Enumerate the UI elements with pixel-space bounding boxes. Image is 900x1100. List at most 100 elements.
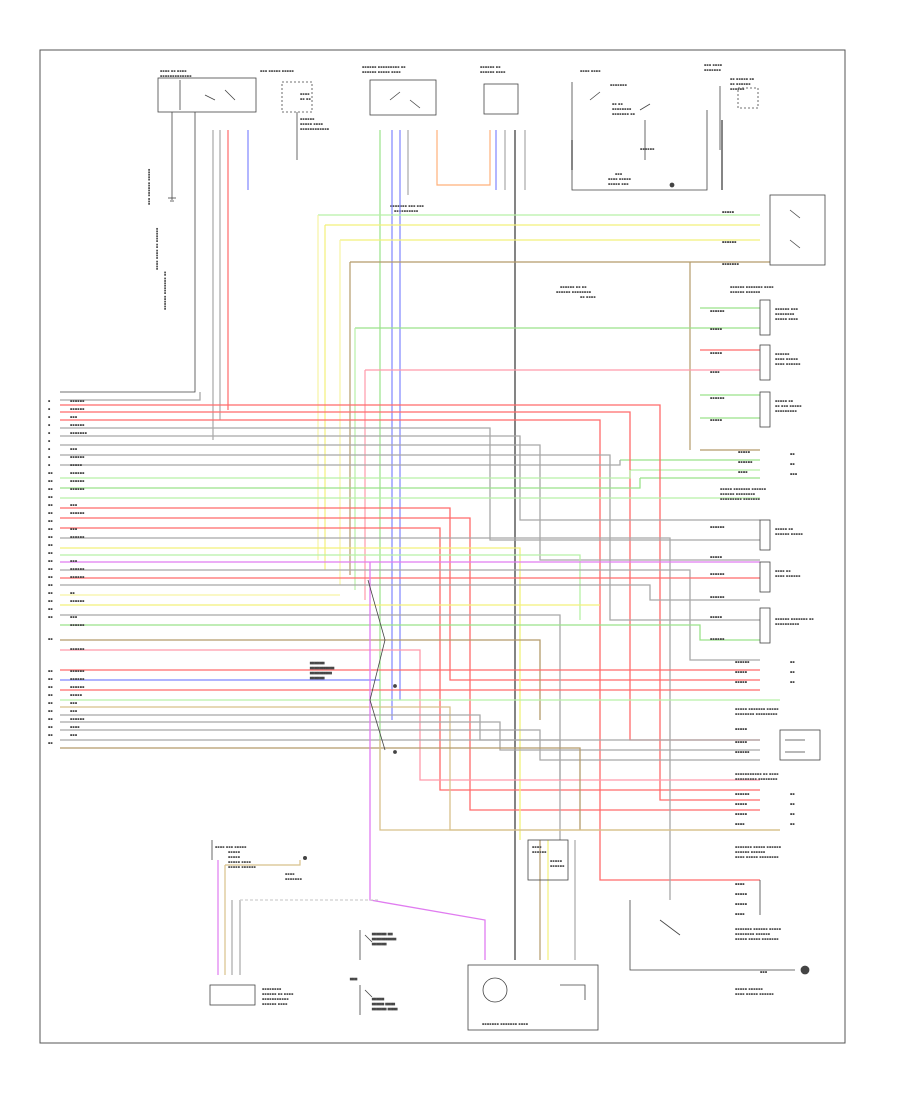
right-sensor-5 bbox=[759, 519, 771, 551]
svg-text:▪▪▪▪: ▪▪▪▪ bbox=[300, 92, 310, 96]
svg-text:▪▪▪▪▪: ▪▪▪▪▪ bbox=[735, 680, 748, 684]
svg-text:▪▪▪ ▪▪▪▪▪▪ ▪▪▪▪▪: ▪▪▪ ▪▪▪▪▪▪ ▪▪▪▪▪ bbox=[147, 168, 151, 205]
svg-text:▪▪▪▪▪▪: ▪▪▪▪▪▪ bbox=[70, 717, 85, 721]
svg-text:▪▪▪▪▪▪ ▪▪▪▪▪▪: ▪▪▪▪▪▪ ▪▪▪▪▪▪ bbox=[735, 850, 766, 854]
svg-text:▪▪▪▪▪▪: ▪▪▪▪▪▪ bbox=[372, 942, 387, 946]
svg-text:▪▪▪▪▪: ▪▪▪▪▪ bbox=[735, 740, 748, 744]
svg-text:▪▪▪▪▪ ▪▪▪▪: ▪▪▪▪▪ ▪▪▪▪ bbox=[300, 122, 324, 126]
svg-text:▪▪▪▪▪▪: ▪▪▪▪▪▪ bbox=[70, 535, 85, 539]
svg-text:▪▪▪▪▪: ▪▪▪▪▪ bbox=[735, 802, 748, 806]
svg-text:▪▪▪▪▪▪▪▪: ▪▪▪▪▪▪▪▪ bbox=[612, 107, 632, 111]
svg-text:▪▪: ▪▪ bbox=[48, 519, 53, 523]
svg-text:▪▪▪▪▪▪: ▪▪▪▪▪▪ bbox=[710, 637, 725, 641]
svg-text:▪▪▪▪▪▪: ▪▪▪▪▪▪ bbox=[70, 471, 85, 475]
svg-text:▪▪▪▪▪▪▪ ▪▪▪▪▪▪▪ ▪▪▪▪: ▪▪▪▪▪▪▪ ▪▪▪▪▪▪▪ ▪▪▪▪ bbox=[482, 1022, 529, 1026]
svg-text:▪▪▪▪▪: ▪▪▪▪▪ bbox=[550, 859, 563, 863]
svg-text:▪▪ ▪▪▪▪▪ ▪▪: ▪▪ ▪▪▪▪▪ ▪▪ bbox=[730, 77, 755, 81]
right-sensor-4 bbox=[759, 391, 771, 428]
svg-text:▪▪: ▪▪ bbox=[48, 503, 53, 507]
svg-text:▪▪▪▪▪: ▪▪▪▪▪ bbox=[735, 727, 748, 731]
svg-text:▪▪▪▪▪▪ ▪▪▪▪▪▪▪▪: ▪▪▪▪▪▪ ▪▪▪▪▪▪▪▪ bbox=[556, 290, 592, 294]
svg-text:▪▪: ▪▪ bbox=[48, 717, 53, 721]
svg-text:▪▪▪▪: ▪▪▪▪ bbox=[735, 912, 745, 916]
svg-text:▪▪▪▪▪▪: ▪▪▪▪▪▪ bbox=[730, 87, 745, 91]
ground-point bbox=[800, 965, 810, 975]
top-labels: ▪▪▪▪ ▪▪ ▪▪▪▪ ▪▪▪▪▪▪▪▪▪▪▪▪▪ ▪▪▪ ▪▪▪▪▪ ▪▪▪… bbox=[160, 63, 755, 299]
svg-text:▪▪▪▪▪▪ ▪▪▪▪▪▪▪▪▪ ▪▪: ▪▪▪▪▪▪ ▪▪▪▪▪▪▪▪▪ ▪▪ bbox=[362, 65, 406, 69]
svg-text:▪▪▪▪▪: ▪▪▪▪▪ bbox=[228, 850, 241, 854]
svg-text:▪▪▪▪▪▪: ▪▪▪▪▪▪ bbox=[70, 575, 85, 579]
svg-text:▪▪: ▪▪ bbox=[48, 685, 53, 689]
svg-text:▪▪ ▪▪▪▪: ▪▪ ▪▪▪▪ bbox=[580, 295, 596, 299]
svg-text:▪▪▪▪▪▪▪▪▪▪: ▪▪▪▪▪▪▪▪▪▪ bbox=[372, 937, 397, 941]
switch-group-5 bbox=[571, 82, 708, 191]
svg-text:▪▪: ▪▪ bbox=[48, 701, 53, 705]
center-switch: ▪▪▪▪▪▪ ▪▪▪▪▪▪▪▪▪▪ ▪▪▪▪▪▪▪▪▪ ▪▪▪▪▪▪ bbox=[310, 579, 397, 754]
svg-text:▪▪▪▪▪ ▪▪▪▪▪▪: ▪▪▪▪▪ ▪▪▪▪▪▪ bbox=[228, 865, 256, 869]
svg-text:▪▪▪: ▪▪▪ bbox=[70, 527, 78, 531]
svg-text:▪▪▪▪▪▪▪: ▪▪▪▪▪▪▪ bbox=[70, 431, 88, 435]
svg-text:▪▪▪▪▪▪: ▪▪▪▪▪▪ bbox=[70, 455, 85, 459]
svg-text:▪▪▪▪▪ ▪▪: ▪▪▪▪▪ ▪▪ bbox=[775, 527, 794, 531]
svg-text:▪▪: ▪▪ bbox=[48, 599, 53, 603]
svg-text:▪▪▪▪ ▪▪: ▪▪▪▪ ▪▪ bbox=[775, 569, 791, 573]
svg-text:▪▪▪▪: ▪▪▪▪ bbox=[70, 725, 80, 729]
svg-text:▪▪▪: ▪▪▪ bbox=[70, 733, 78, 737]
svg-text:▪▪▪▪▪: ▪▪▪▪▪ bbox=[735, 812, 748, 816]
svg-text:▪▪▪▪▪▪▪▪ ▪▪▪▪▪▪▪▪▪: ▪▪▪▪▪▪▪▪ ▪▪▪▪▪▪▪▪▪ bbox=[735, 712, 778, 716]
svg-text:▪▪▪▪▪▪▪▪: ▪▪▪▪▪▪▪▪ bbox=[262, 987, 282, 991]
svg-text:▪▪▪▪▪: ▪▪▪▪▪ bbox=[70, 693, 83, 697]
relay-box-3 bbox=[369, 79, 437, 116]
svg-text:▪: ▪ bbox=[48, 455, 51, 459]
svg-text:▪▪▪▪▪▪: ▪▪▪▪▪▪ bbox=[70, 479, 85, 483]
svg-text:▪▪: ▪▪ bbox=[48, 543, 53, 547]
svg-text:▪▪▪▪ ▪▪▪▪▪▪: ▪▪▪▪ ▪▪▪▪▪▪ bbox=[775, 362, 801, 366]
svg-text:▪▪▪▪▪▪ ▪▪▪▪: ▪▪▪▪▪▪ ▪▪▪▪ bbox=[480, 70, 506, 74]
svg-text:▪▪▪▪▪ ▪▪▪▪: ▪▪▪▪▪ ▪▪▪▪ bbox=[372, 1002, 396, 1006]
svg-text:▪▪▪▪▪▪▪▪▪▪: ▪▪▪▪▪▪▪▪▪▪ bbox=[775, 622, 800, 626]
svg-text:▪▪▪: ▪▪▪ bbox=[70, 709, 78, 713]
svg-text:▪▪▪▪▪▪ ▪▪▪▪▪ ▪▪▪▪: ▪▪▪▪▪▪ ▪▪▪▪▪ ▪▪▪▪ bbox=[362, 70, 401, 74]
svg-text:▪▪▪▪▪▪: ▪▪▪▪▪▪ bbox=[710, 309, 725, 313]
right-sensor-7 bbox=[759, 607, 771, 644]
svg-text:▪▪▪▪: ▪▪▪▪ bbox=[738, 470, 748, 474]
svg-text:▪▪▪▪▪▪ ▪▪ ▪▪▪▪: ▪▪▪▪▪▪ ▪▪ ▪▪▪▪ bbox=[262, 992, 294, 996]
svg-text:▪▪▪▪▪▪: ▪▪▪▪▪▪ bbox=[735, 792, 750, 796]
svg-text:▪▪▪▪▪: ▪▪▪▪▪ bbox=[372, 997, 385, 1001]
svg-text:▪▪▪▪▪▪: ▪▪▪▪▪▪ bbox=[70, 567, 85, 571]
svg-text:▪: ▪ bbox=[48, 439, 51, 443]
instrument-cluster: ▪▪▪▪ ▪▪▪▪▪▪ ▪▪▪▪▪ ▪▪▪▪▪▪ ▪▪▪▪▪▪▪ ▪▪▪▪▪▪▪… bbox=[467, 839, 599, 1031]
svg-text:▪▪▪▪▪▪▪▪▪▪▪▪▪: ▪▪▪▪▪▪▪▪▪▪▪▪▪ bbox=[160, 74, 192, 78]
svg-text:▪▪▪▪▪: ▪▪▪▪▪ bbox=[710, 418, 723, 422]
svg-text:▪▪: ▪▪ bbox=[48, 567, 53, 571]
svg-text:▪▪: ▪▪ bbox=[48, 495, 53, 499]
svg-text:▪▪▪▪▪▪▪: ▪▪▪▪▪▪▪ bbox=[704, 68, 722, 72]
svg-text:▪▪▪▪▪▪: ▪▪▪▪▪▪ bbox=[70, 407, 85, 411]
svg-text:▪▪▪▪▪▪: ▪▪▪▪▪▪ bbox=[70, 685, 85, 689]
svg-text:▪▪▪▪ ▪▪▪ ▪▪▪▪▪: ▪▪▪▪ ▪▪▪ ▪▪▪▪▪ bbox=[215, 845, 247, 849]
svg-text:▪▪: ▪▪ bbox=[48, 677, 53, 681]
svg-text:▪▪▪▪▪▪ ▪▪▪▪▪: ▪▪▪▪▪▪ ▪▪▪▪▪ bbox=[775, 532, 803, 536]
svg-text:▪▪ ▪▪▪ ▪▪▪▪▪: ▪▪ ▪▪▪ ▪▪▪▪▪ bbox=[775, 404, 802, 408]
svg-text:▪▪▪▪▪: ▪▪▪▪▪ bbox=[710, 555, 723, 559]
svg-text:▪▪▪: ▪▪▪ bbox=[760, 970, 768, 974]
svg-text:▪▪▪▪▪▪▪▪: ▪▪▪▪▪▪▪▪ bbox=[775, 312, 795, 316]
svg-text:▪▪: ▪▪ bbox=[48, 637, 53, 641]
svg-text:▪▪: ▪▪ bbox=[48, 693, 53, 697]
svg-text:▪▪▪▪▪: ▪▪▪▪▪ bbox=[710, 351, 723, 355]
svg-text:▪▪▪▪▪▪▪ ▪▪▪▪▪▪ ▪▪▪▪▪: ▪▪▪▪▪▪▪ ▪▪▪▪▪▪ ▪▪▪▪▪ bbox=[735, 927, 782, 931]
svg-text:▪▪: ▪▪ bbox=[48, 615, 53, 619]
svg-text:▪▪▪▪▪▪: ▪▪▪▪▪▪ bbox=[70, 647, 85, 651]
svg-text:▪▪▪▪▪: ▪▪▪▪▪ bbox=[735, 902, 748, 906]
svg-text:▪▪▪▪▪ ▪▪▪▪▪▪: ▪▪▪▪▪ ▪▪▪▪▪▪ bbox=[735, 987, 763, 991]
svg-text:▪▪: ▪▪ bbox=[48, 725, 53, 729]
svg-text:▪▪▪▪▪ ▪▪▪▪▪▪▪ ▪▪▪▪▪▪: ▪▪▪▪▪ ▪▪▪▪▪▪▪ ▪▪▪▪▪▪ bbox=[720, 487, 767, 491]
svg-text:▪: ▪ bbox=[48, 423, 51, 427]
svg-text:▪▪▪▪▪▪: ▪▪▪▪▪▪ bbox=[70, 487, 85, 491]
svg-text:▪▪: ▪▪ bbox=[48, 709, 53, 713]
svg-text:▪▪▪▪▪: ▪▪▪▪▪ bbox=[738, 450, 751, 454]
svg-text:▪▪▪▪▪▪ ▪▪▪▪▪▪▪ ▪▪: ▪▪▪▪▪▪ ▪▪▪▪▪▪▪ ▪▪ bbox=[775, 617, 814, 621]
svg-text:▪▪▪: ▪▪▪ bbox=[615, 172, 623, 176]
svg-text:▪▪▪▪▪▪▪▪▪: ▪▪▪▪▪▪▪▪▪ bbox=[775, 409, 797, 413]
svg-text:▪▪: ▪▪ bbox=[48, 551, 53, 555]
